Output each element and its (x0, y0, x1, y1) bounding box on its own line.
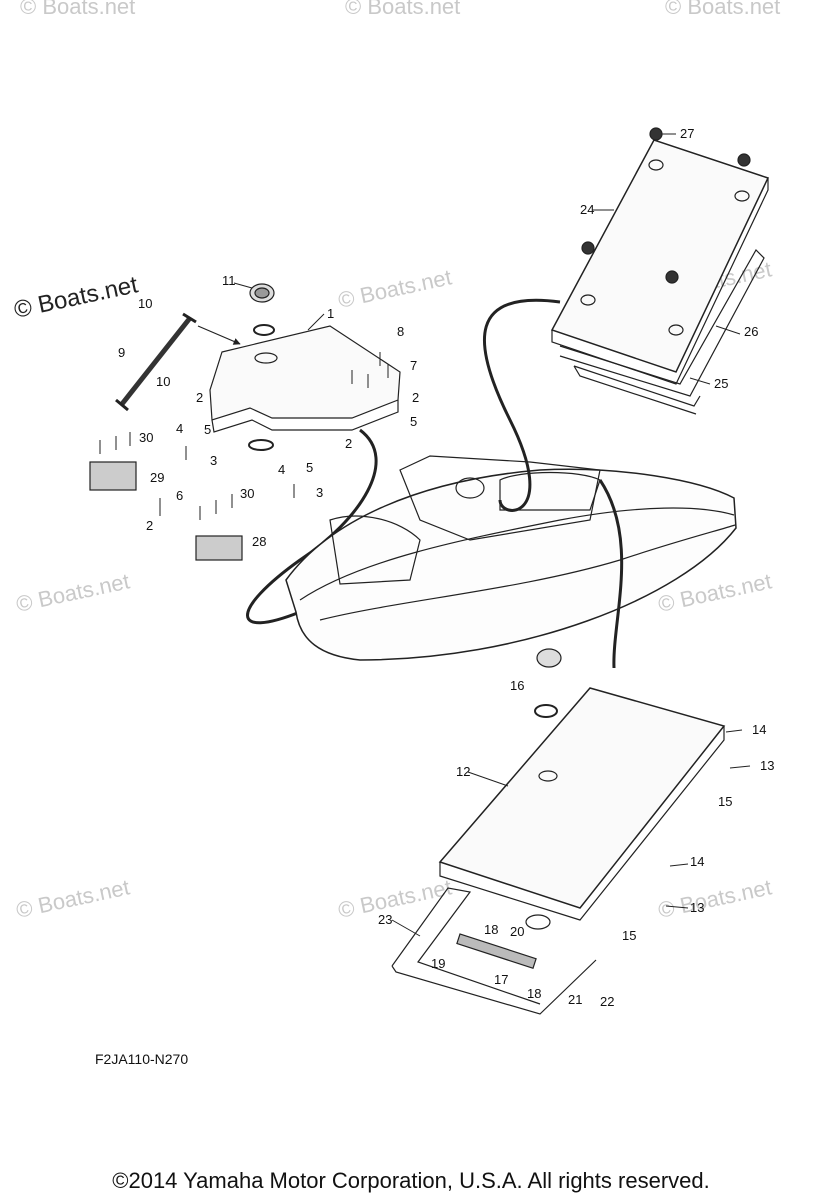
cup-holder-part-11 (248, 283, 275, 451)
cable-right (598, 479, 624, 669)
pad-part-25 (573, 365, 701, 415)
callout-14b: 14 (690, 854, 704, 869)
latch-part-29 (89, 461, 137, 491)
callout-2c: 2 (345, 436, 352, 451)
callout-13a: 13 (760, 758, 774, 773)
latch-part-28 (195, 535, 243, 561)
callout-1: 1 (327, 306, 334, 321)
watermark-primary: © Boats.net (12, 271, 141, 324)
callout-18a: 18 (484, 922, 498, 937)
callout-23: 23 (378, 912, 392, 927)
grab-handle-part-9 (115, 312, 241, 412)
callout-8: 8 (397, 324, 404, 339)
callout-22: 22 (600, 994, 614, 1009)
callout-15a: 15 (718, 794, 732, 809)
callout-labels: 1 2 2 2 2 3 3 4 4 5 5 5 6 7 8 9 10 10 11… (118, 126, 774, 1009)
callout-3b: 3 (316, 485, 323, 500)
callout-28: 28 (252, 534, 266, 549)
cable-center (483, 298, 561, 512)
watermark-top-center: © Boats.net (345, 0, 460, 19)
watermark-bottom-left: © Boats.net (14, 874, 132, 922)
leader-lines (233, 133, 751, 937)
pad-part-26 (559, 249, 765, 397)
callout-10a: 10 (138, 296, 152, 311)
line-art (89, 127, 770, 1015)
callout-7: 7 (410, 358, 417, 373)
watermark-top-right: © Boats.net (665, 0, 780, 19)
callout-2b: 2 (412, 390, 419, 405)
callout-16: 16 (510, 678, 524, 693)
watermark-lower-left: © Boats.net (14, 568, 132, 616)
callout-29: 29 (150, 470, 164, 485)
callout-4a: 4 (176, 421, 183, 436)
hatch-lid-part-1 (209, 325, 401, 421)
callout-19: 19 (431, 956, 445, 971)
callout-30b: 30 (240, 486, 254, 501)
watermark-bottom-center: © Boats.net (336, 874, 454, 922)
hatch-part-12 (391, 648, 726, 1015)
frame-part-23 (391, 887, 597, 1015)
callout-15b: 15 (622, 928, 636, 943)
callout-9: 9 (118, 345, 125, 360)
callout-26: 26 (744, 324, 758, 339)
callout-27: 27 (680, 126, 694, 141)
cable-left (246, 428, 378, 625)
callout-5a: 5 (204, 422, 211, 437)
callout-20: 20 (510, 924, 524, 939)
callout-21: 21 (568, 992, 582, 1007)
watermark-bottom-right: © Boats.net (656, 874, 774, 922)
callout-30a: 30 (139, 430, 153, 445)
callout-13b: 13 (690, 900, 704, 915)
callout-11: 11 (222, 273, 236, 288)
callout-10b: 10 (156, 374, 170, 389)
callout-14a: 14 (752, 722, 766, 737)
callout-3a: 3 (210, 453, 217, 468)
callout-2a: 2 (196, 390, 203, 405)
boat-hull (285, 455, 737, 661)
callout-4b: 4 (278, 462, 285, 477)
callout-25: 25 (714, 376, 728, 391)
callout-5c: 5 (306, 460, 313, 475)
diagram-code: F2JA110-N270 (95, 1051, 189, 1067)
fasteners (99, 352, 389, 520)
callout-17: 17 (494, 972, 508, 987)
gas-strut-part-17 (456, 933, 537, 969)
callout-5b: 5 (410, 414, 417, 429)
watermark-mid-center: © Boats.net (336, 264, 454, 312)
callout-24: 24 (580, 202, 594, 217)
watermark-top-left: © Boats.net (20, 0, 135, 19)
callout-12: 12 (456, 764, 470, 779)
copyright-notice: ©2014 Yamaha Motor Corporation, U.S.A. A… (112, 1168, 710, 1193)
cushion-part-24 (550, 127, 770, 415)
callout-2d: 2 (146, 518, 153, 533)
callout-6: 6 (176, 488, 183, 503)
callout-18b: 18 (527, 986, 541, 1001)
